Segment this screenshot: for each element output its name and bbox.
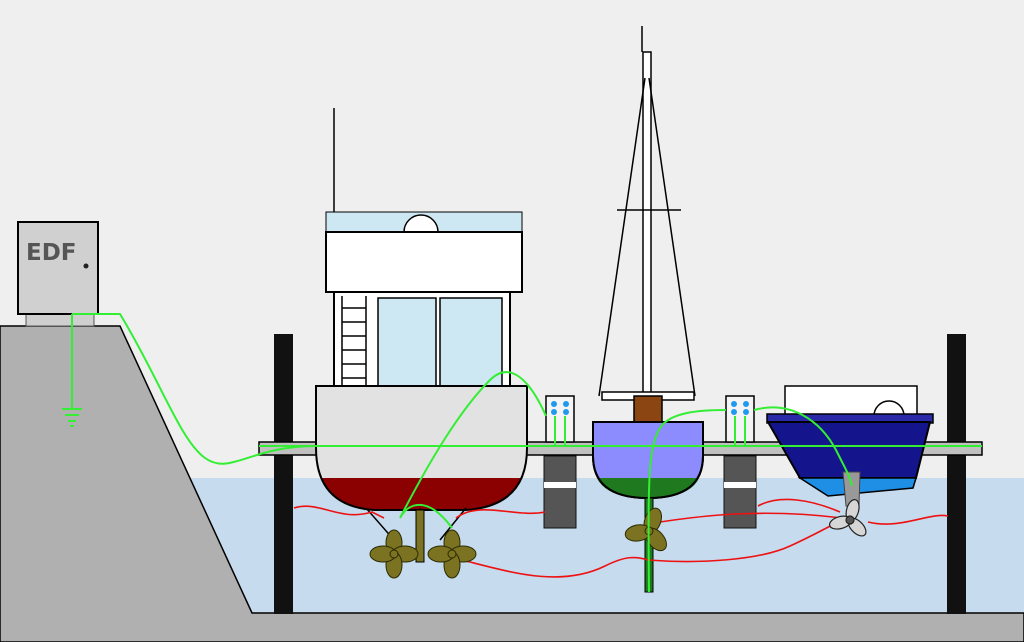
outboard-propeller: [829, 499, 867, 537]
piling-right: [947, 334, 966, 614]
earth-ground-symbol: [62, 408, 82, 427]
pontoon-float-band-1: [544, 482, 576, 488]
speedboat: [766, 385, 934, 507]
stray-current-wire: [461, 556, 649, 578]
speedboat-ground-wire: [753, 406, 853, 487]
upper-cabin: [325, 231, 523, 293]
stray-current-wire: [455, 509, 546, 519]
yacht-ground-wire: [399, 371, 547, 529]
rudder: [415, 509, 425, 563]
yacht-hull-outline: [315, 385, 528, 511]
piling-left: [274, 334, 293, 614]
shore-power-outlet: [725, 395, 755, 443]
mast: [642, 51, 652, 399]
shore-ground-wire: [72, 313, 317, 465]
pontoon-float-2: [723, 455, 757, 529]
yacht-hull-upper: [316, 386, 527, 478]
stray-current-wire: [867, 514, 949, 525]
stray-current-wire: [293, 505, 385, 519]
cabin-window-right: [439, 297, 503, 387]
cockpit-box: [633, 395, 663, 423]
cabinet-label: EDF: [26, 240, 77, 266]
rigging: [598, 77, 696, 397]
sailboat-outlet-lead: [734, 416, 746, 446]
yacht-hull-bottom: [322, 478, 522, 510]
ladder: [341, 296, 367, 386]
stray-current-wire: [647, 519, 843, 563]
propeller: [427, 529, 477, 579]
sailboat-ground-wire: [647, 409, 727, 593]
stray-current-wire: [659, 512, 843, 523]
sailboat-hull-antifouling: [597, 478, 699, 498]
yacht-outlet-lead: [554, 416, 566, 446]
radar-dome: [403, 214, 439, 233]
cabin-window-left: [377, 297, 437, 387]
pontoon-float-1: [543, 455, 577, 529]
cabinet-lock: [83, 263, 89, 269]
speedboat-dome: [873, 400, 905, 417]
sailboat: [592, 26, 704, 593]
pontoon-float-band-2: [724, 482, 756, 488]
shore-power-outlet: [545, 395, 575, 443]
shore-embankment: [0, 325, 1024, 642]
earth-bonding-wire: [72, 313, 982, 593]
stray-current-paths: [293, 498, 949, 578]
motor-yacht: [315, 108, 528, 563]
propeller: [369, 529, 419, 579]
edf-power-cabinet: EDF: [17, 221, 99, 327]
propeller: [624, 507, 667, 552]
stray-current-wire: [757, 498, 841, 513]
